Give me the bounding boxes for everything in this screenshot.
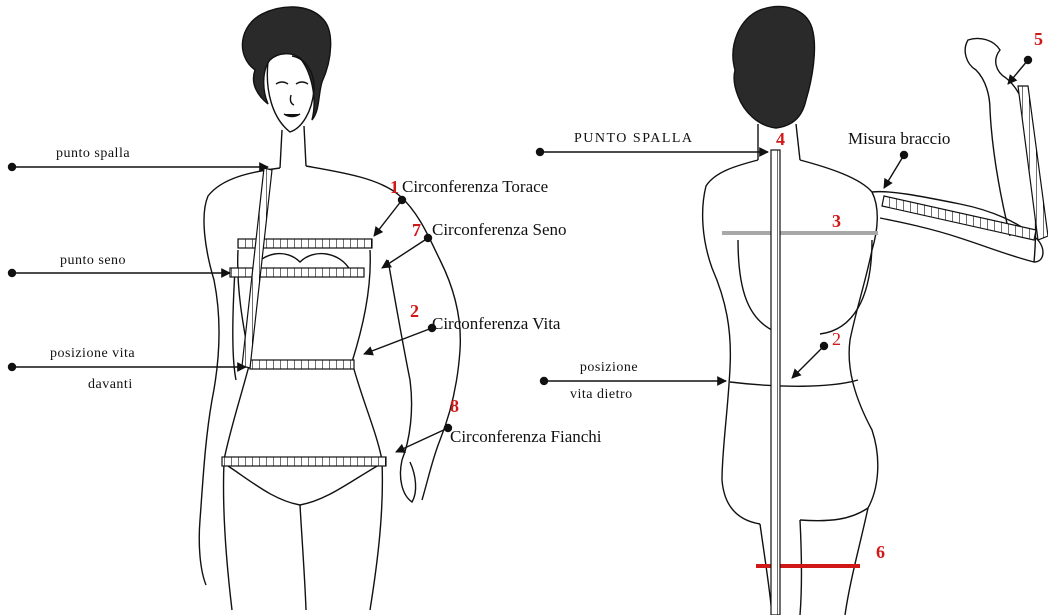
label-circonferenza-fianchi: Circonferenza Fianchi	[450, 428, 602, 445]
tape-seno	[230, 268, 364, 277]
label-punto-spalla-back: PUNTO SPALLA	[574, 132, 694, 146]
number-8: 8	[450, 397, 459, 415]
number-3: 3	[832, 212, 841, 230]
number-6: 6	[876, 543, 885, 561]
label-vita-dietro: vita dietro	[570, 388, 633, 402]
label-davanti: davanti	[88, 378, 133, 392]
back-figure	[703, 7, 1043, 615]
label-posizione-vita: posizione vita	[50, 347, 135, 361]
tape-vita	[250, 360, 354, 369]
number-2-front: 2	[410, 302, 419, 320]
number-7: 7	[412, 221, 421, 239]
label-punto-spalla-front: punto spalla	[56, 147, 130, 161]
front-tapes	[222, 168, 386, 466]
label-circonferenza-seno: Circonferenza Seno	[432, 221, 567, 238]
front-figure	[199, 7, 460, 610]
front-arrows	[9, 164, 452, 453]
number-2-back: 2	[832, 330, 841, 348]
label-circonferenza-vita: Circonferenza Vita	[432, 315, 560, 332]
label-punto-seno: punto seno	[60, 254, 126, 268]
tape-fianchi	[222, 457, 386, 466]
tape-arm-lower	[1018, 86, 1048, 240]
back-hair	[733, 7, 814, 128]
label-posizione-back: posizione	[574, 361, 644, 375]
tape-vertical-back	[771, 150, 780, 615]
number-5: 5	[1034, 30, 1043, 48]
tape-arm-upper	[882, 196, 1036, 240]
back-tapes	[771, 86, 1048, 615]
label-circonferenza-torace: Circonferenza Torace	[402, 178, 548, 195]
front-hair	[242, 7, 330, 120]
number-4: 4	[776, 130, 785, 148]
label-misura-braccio: Misura braccio	[848, 130, 950, 147]
number-1: 1	[390, 178, 399, 196]
